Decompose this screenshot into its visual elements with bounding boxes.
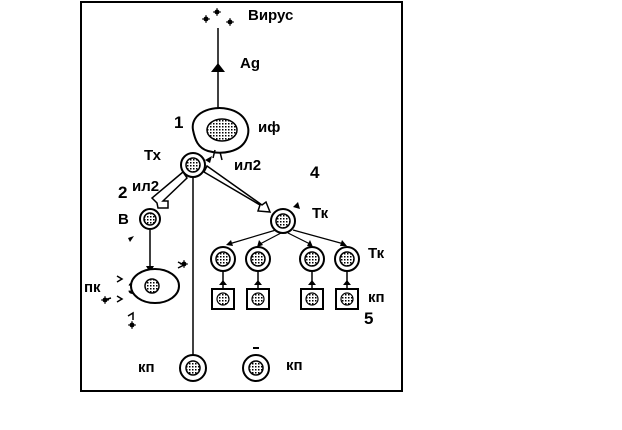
tk-clones-label: Тк — [368, 245, 385, 262]
step-4-number: 4 — [310, 163, 320, 182]
diagram-frame — [80, 1, 403, 392]
helper-t-cell-icon — [180, 152, 212, 178]
macrophage-cell-icon — [191, 107, 250, 161]
memory-cell-left-icon — [179, 354, 207, 382]
clone-box-connectors — [222, 271, 348, 289]
step-1-number: 1 — [174, 113, 183, 132]
virus-particles-icon — [201, 7, 235, 27]
il2-right-label: ил2 — [234, 157, 261, 174]
antigen-marker-icon — [211, 63, 225, 72]
il2-arrow-to-b-icon — [150, 170, 188, 209]
ag-label: Ag — [240, 55, 260, 72]
tk-clone-arrowheads — [226, 240, 347, 247]
tk-label: Тк — [312, 205, 329, 222]
clone-box-arrowheads — [219, 280, 351, 285]
step-2-number: 2 — [118, 183, 127, 202]
virus-label: Вирус — [248, 7, 293, 24]
il2-arrow-to-tk-icon — [203, 164, 272, 213]
memory-cell-boxes-icon — [211, 288, 359, 310]
killer-t-clones-icon — [210, 246, 360, 272]
pk-label: пк — [84, 279, 101, 296]
plasma-cell-icon — [130, 268, 180, 304]
kp-bottom-left-label: кп — [138, 359, 155, 376]
kp-right-label: кп — [368, 289, 385, 306]
memory-cell-right-icon — [242, 347, 270, 382]
tx-label: Тх — [144, 147, 162, 164]
b-cell-icon — [128, 208, 161, 242]
kp-bottom-right-label: кп — [286, 357, 303, 374]
antibodies-icon — [100, 259, 189, 330]
il2-left-label: ил2 — [132, 178, 159, 195]
killer-t-cell-icon — [270, 202, 300, 234]
b-cell-label: В — [118, 211, 129, 228]
tk-clone-branches — [228, 229, 345, 245]
step-5-number: 5 — [364, 309, 373, 328]
if-label: иф — [258, 119, 280, 136]
